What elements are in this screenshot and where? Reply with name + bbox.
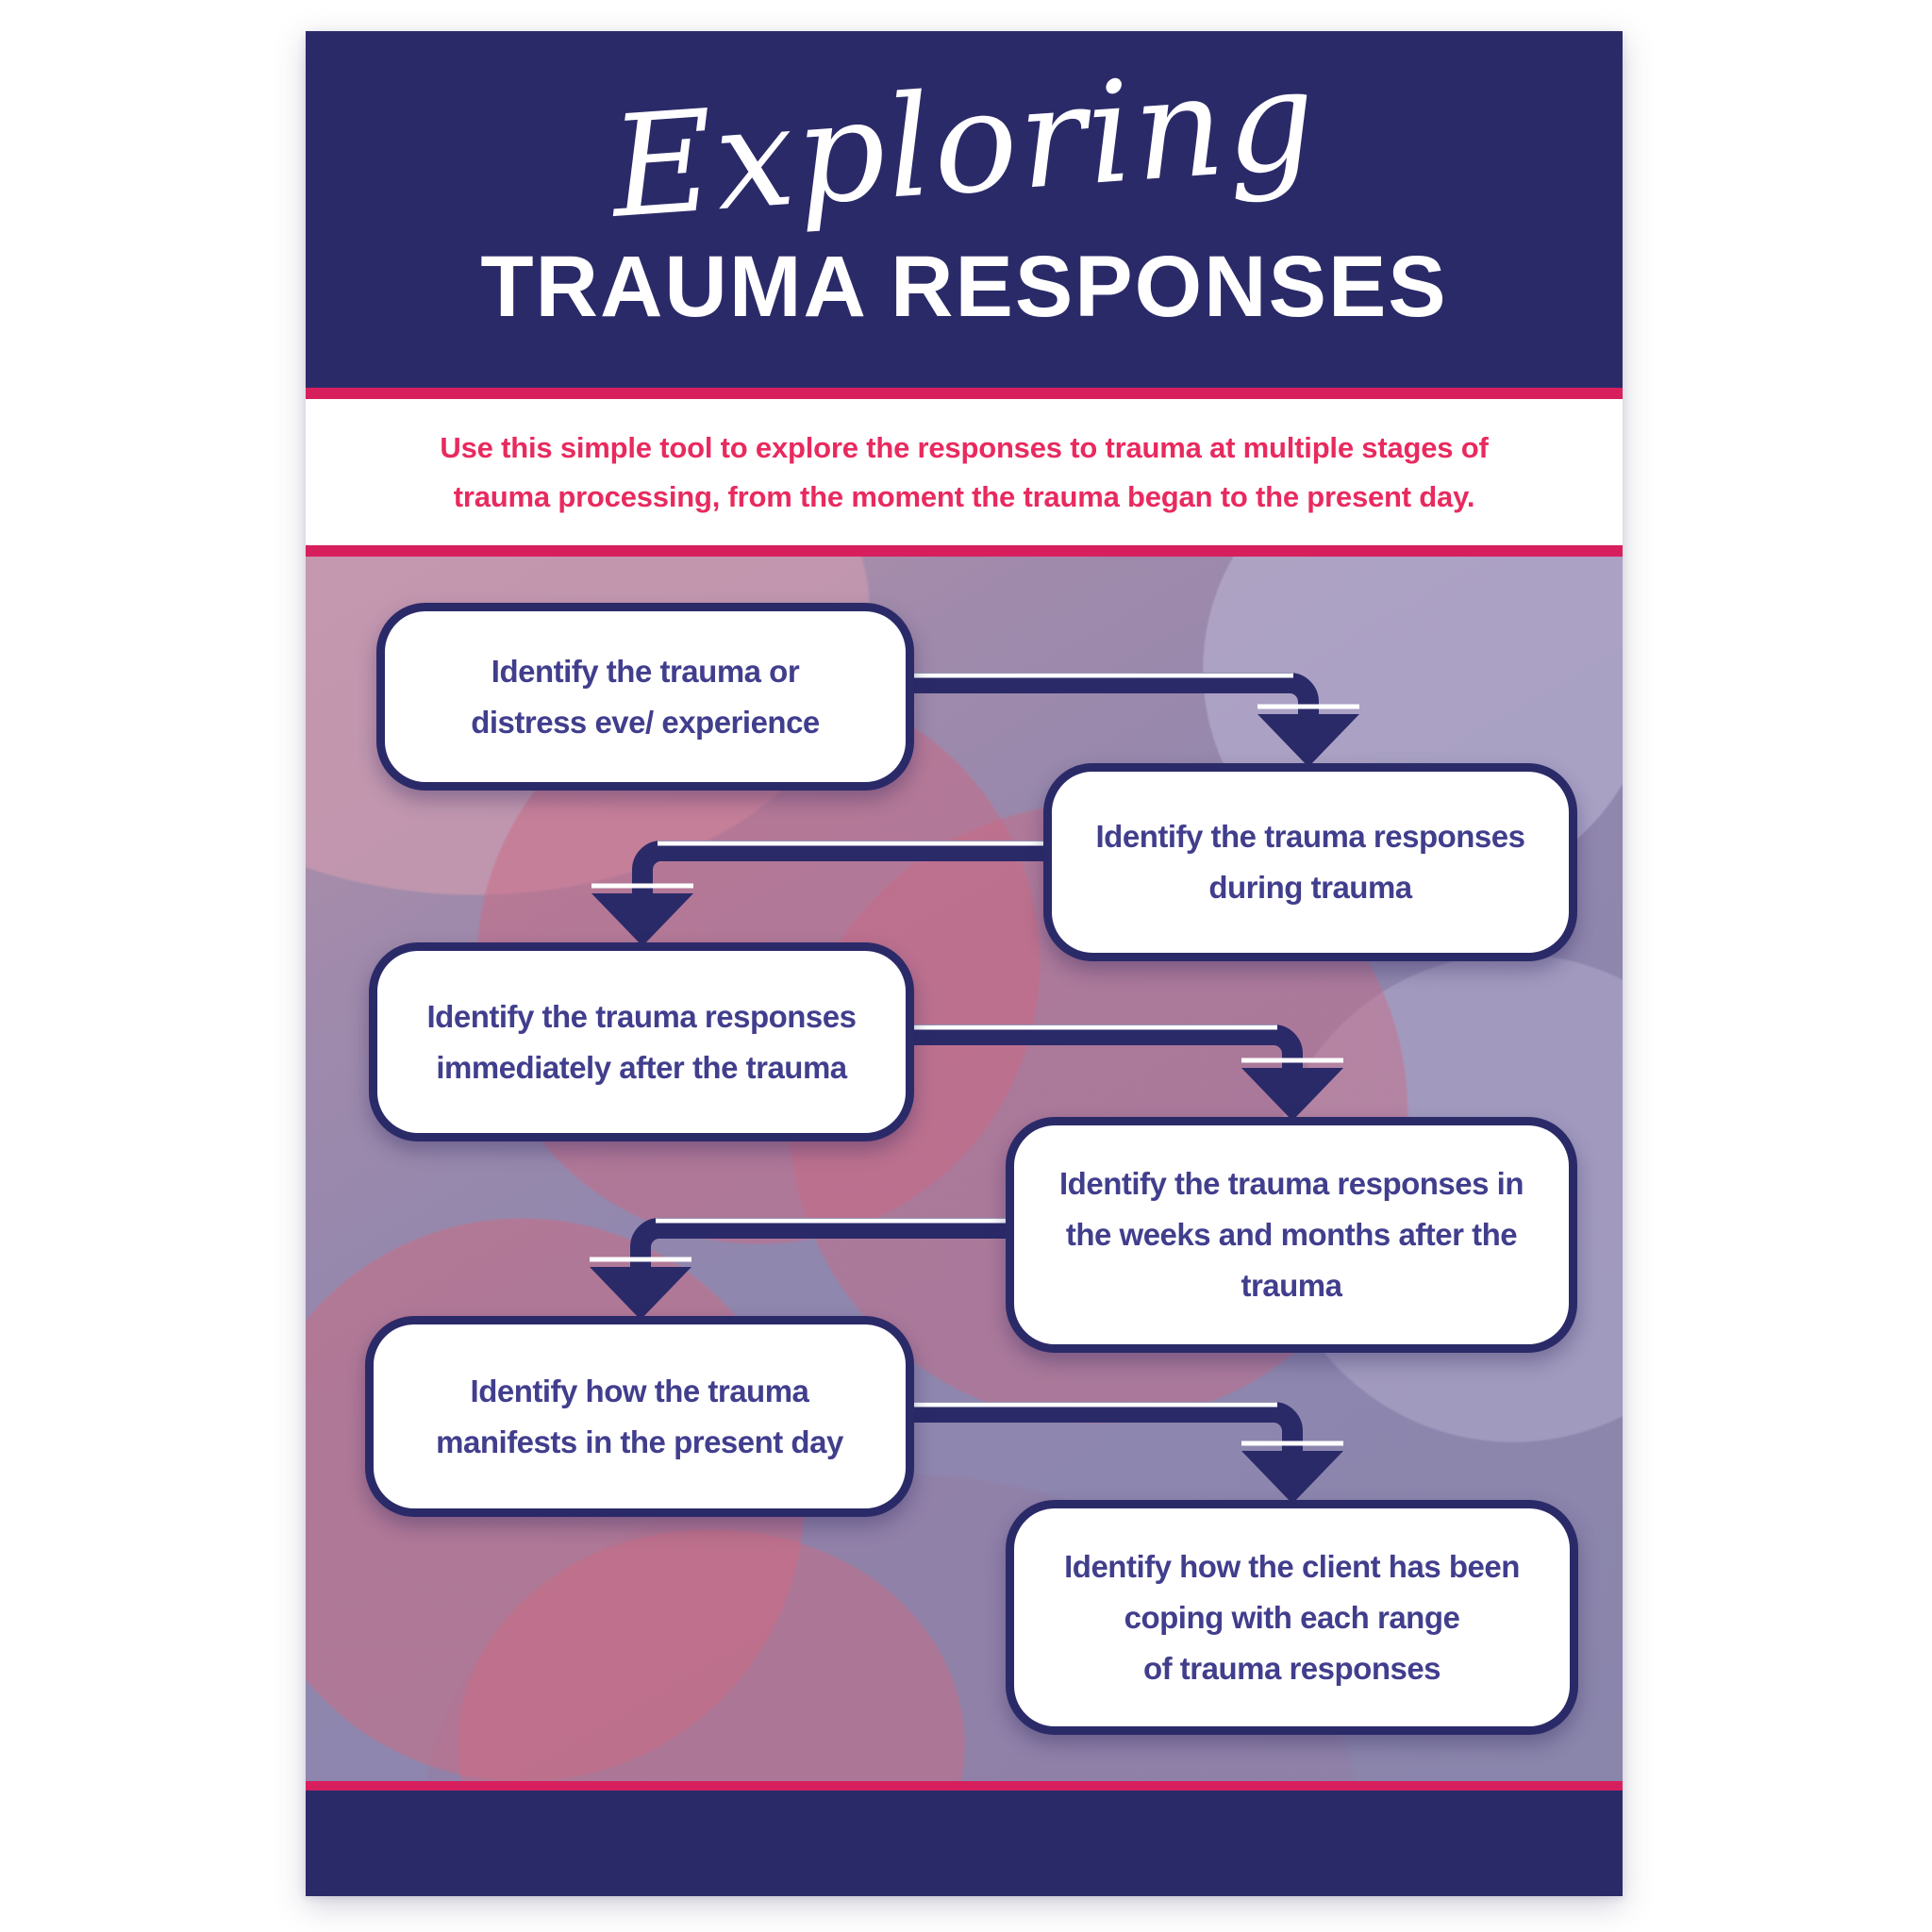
step-box-2: Identify the trauma responses during tra… [1043,763,1577,961]
accent-stripe-top [306,388,1623,399]
step-box-3: Identify the trauma responses immediatel… [369,942,914,1141]
accent-stripe-bottom [306,1781,1623,1790]
connector-3 [909,1024,1343,1121]
connector-4 [590,1218,1009,1320]
connector-1 [909,673,1359,767]
step-text: Identify the trauma responses during tra… [1095,819,1525,905]
arrowhead-down-icon [1241,1068,1343,1121]
arrowhead-down-icon [1257,714,1359,767]
connector-2 [591,841,1047,946]
flow-connectors [590,673,1359,1504]
step-text: Identify how the client has been coping … [1064,1548,1520,1686]
connector-5 [909,1402,1343,1504]
accent-stripe-middle [306,545,1623,557]
page-title: TRAUMA RESPONSES [480,239,1448,335]
trauma-responses-poster: Exploring TRAUMA RESPONSES Use this simp… [306,31,1623,1896]
step-text: Identify the trauma or distress eve/ exp… [471,653,820,740]
step-box-4: Identify the trauma responses in the wee… [1006,1117,1577,1353]
arrowhead-down-icon [1241,1451,1343,1504]
intro-text: Use this simple tool to explore the resp… [440,430,1489,513]
flowchart: Identify the trauma or distress eve/ exp… [306,557,1623,1781]
arrowhead-down-icon [590,1267,691,1320]
intro-section: Use this simple tool to explore the resp… [306,399,1623,545]
step-text: Identify the trauma responses in the wee… [1059,1166,1524,1303]
arrowhead-down-icon [591,893,693,946]
step-box-6: Identify how the client has been coping … [1006,1500,1578,1735]
footer-band [306,1790,1623,1896]
step-text: Identify how the trauma manifests in the… [436,1373,843,1459]
step-text: Identify the trauma responses immediatel… [426,998,857,1085]
step-box-5: Identify how the trauma manifests in the… [365,1316,914,1517]
header-band: Exploring TRAUMA RESPONSES [306,31,1623,388]
step-box-1: Identify the trauma or distress eve/ exp… [376,603,914,791]
